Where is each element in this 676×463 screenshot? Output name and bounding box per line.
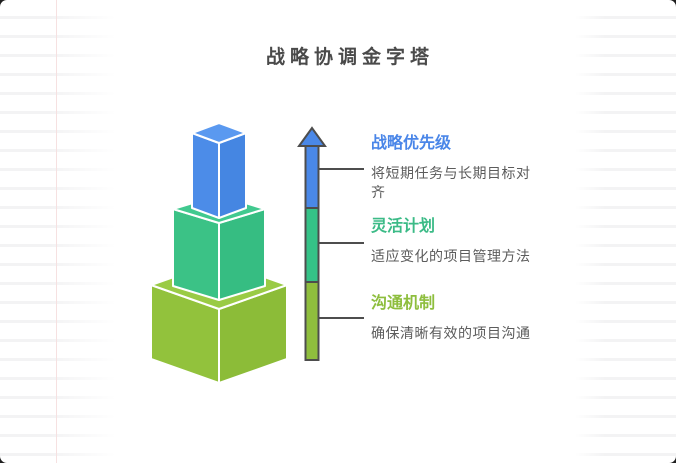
pyramid-box-top-top-face <box>191 122 247 144</box>
diagram-title: 战略协调金字塔 <box>265 47 434 68</box>
level-label-2: 灵活计划 适应变化的项目管理方法 <box>371 216 571 266</box>
arrow-head-icon <box>297 126 327 147</box>
arrow-segment-bottom <box>304 281 320 361</box>
pyramid-box-middle-right-face <box>218 208 266 301</box>
background-grid-line <box>56 0 57 463</box>
level-2-description: 适应变化的项目管理方法 <box>371 248 531 264</box>
background-fade-left <box>0 0 122 463</box>
level-1-title: 战略优先级 <box>371 135 452 152</box>
up-arrow <box>297 126 327 361</box>
level-3-description: 确保清晰有效的项目沟通 <box>371 325 531 341</box>
pyramid-box-middle-left-face <box>172 208 220 301</box>
level-2-title: 灵活计划 <box>371 218 436 235</box>
pyramid-box-top <box>191 122 247 219</box>
pyramid-box-top-left-face <box>191 132 220 219</box>
pyramid-box-top-right-face <box>218 132 247 219</box>
level-label-1: 战略优先级 将短期任务与长期目标对齐 <box>371 133 571 202</box>
arrow-segment-top <box>304 145 320 209</box>
level-1-description: 将短期任务与长期目标对齐 <box>371 165 531 200</box>
level-label-3: 沟通机制 确保清晰有效的项目沟通 <box>371 293 571 343</box>
arrow-segment-middle <box>304 207 320 283</box>
pyramid-box-middle <box>172 194 266 301</box>
background-fade-right <box>575 0 605 463</box>
level-3-title: 沟通机制 <box>371 295 436 312</box>
